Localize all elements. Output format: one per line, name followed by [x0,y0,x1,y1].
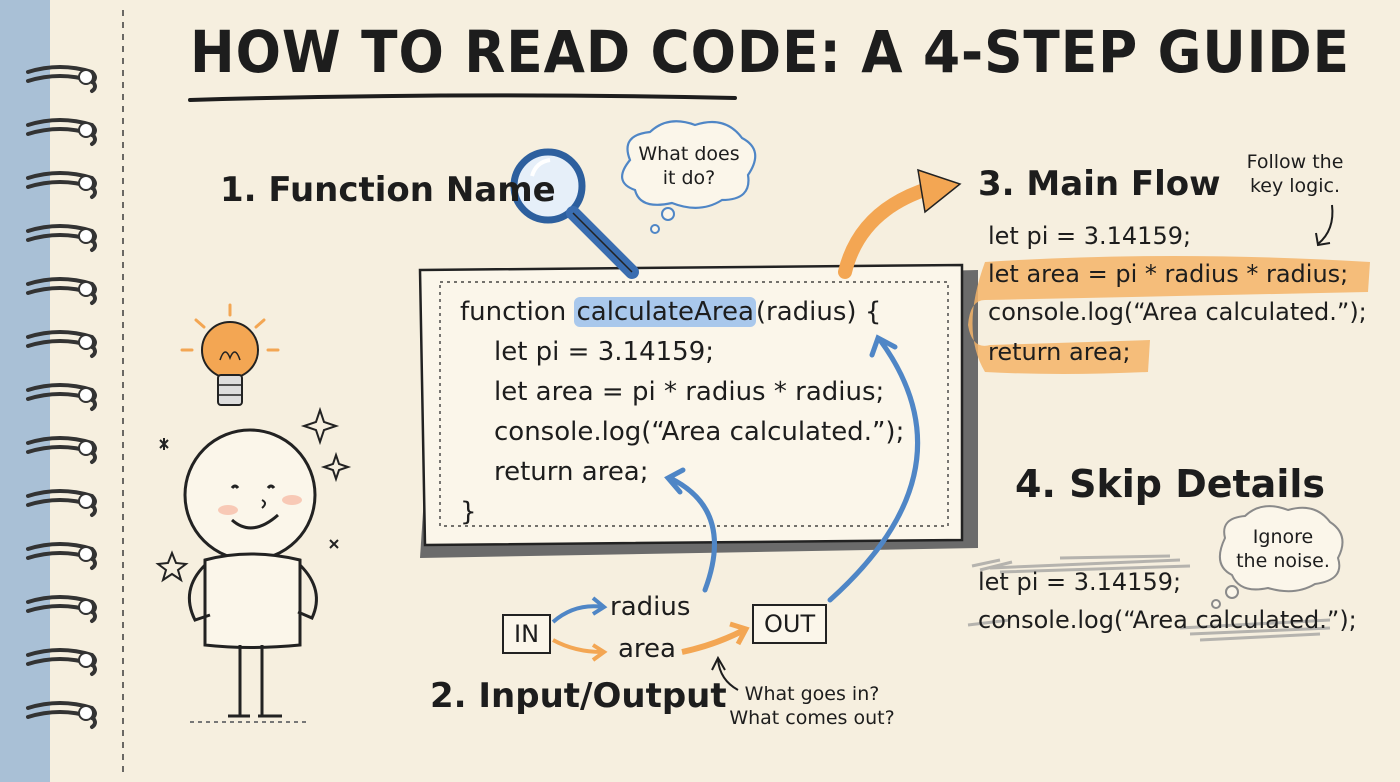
spiral-ring [26,542,97,570]
io-radius-label: radius [610,592,691,622]
out-box: OUT [752,604,828,644]
code-signature-rest: (radius) { [755,297,882,327]
code-keyword: function [460,297,575,327]
code-card-inner-border [439,281,949,527]
note-what-goes-in: What goes in? What comes out? [729,683,895,729]
arrow-in-radius [551,604,604,624]
code-card [418,263,978,558]
sparkle-icons [155,406,352,583]
title-underline [188,93,737,102]
magnifier-icon [510,148,639,279]
code-line-log: console.log(“Area calculated.”); [494,417,905,447]
spiral-ring [26,383,97,411]
note-follow-logic: Follow the key logic. [1246,151,1344,197]
code-card-body [418,263,964,547]
code-line-pi: let pi = 3.14159; [494,337,714,367]
io-area-label: area [618,634,676,664]
arrow-to-main-flow [838,181,937,279]
follow-arrow [1317,204,1334,245]
skip-line-1: let pi = 3.14159; [978,568,1182,596]
code-line-area: let area = pi * radius * radius; [494,377,885,407]
spiral-ring [26,277,97,305]
code-line-signature: function calculateArea(radius) { [460,292,881,332]
spiral-ring [26,436,97,464]
spiral-ring [26,648,97,676]
spiral-ring [26,330,97,358]
function-name-highlight: calculateArea [574,297,756,327]
arrow-to-main-flow-head [917,168,962,214]
bubble-what-does-text: What does it do? [638,143,740,189]
main-flow-line-4: return area; [988,338,1131,366]
skip-line-2: console.log(“Area calculated.”); [978,606,1357,634]
step-3-heading: 3. Main Flow [978,164,1221,204]
spiral-ring [26,489,97,517]
step-1-heading: 1. Function Name [220,170,556,210]
spiral-ring [26,701,97,729]
main-flow-line-2: let area = pi * radius * radius; [988,260,1349,288]
code-line-close: } [460,497,477,527]
spiral-ring [26,171,97,199]
notebook-spine [0,0,50,782]
arrow-area-to-return [667,475,717,593]
spiral-ring [26,224,97,252]
bubble-ignore-text: Ignore the noise. [1236,526,1330,572]
step-4-heading: 4. Skip Details [1015,462,1325,506]
lightbulb-icon [180,303,280,406]
in-box: IN [502,614,552,654]
arrow-in-area [552,638,603,654]
thought-bubble-what [621,120,757,234]
spiral-rings [26,65,97,729]
code-line-return: return area; [494,457,649,487]
spiral-ring [26,118,97,146]
spiral-ring [26,595,97,623]
main-flow-highlight [968,256,1370,374]
main-flow-line-3: console.log(“Area calculated.”); [988,298,1367,326]
question-arrow [717,659,739,691]
skip-scribble [967,554,1331,642]
stick-figure [183,428,318,723]
spiral-ring [26,65,97,93]
page-title: HOW TO READ CODE: A 4-STEP GUIDE [190,18,1350,86]
main-flow-line-1: let pi = 3.14159; [988,222,1192,250]
thought-bubble-ignore [1211,505,1344,609]
step-2-heading: 2. Input/Output [430,676,727,716]
arrow-area-to-out [681,627,746,655]
arrow-out-to-signature [827,337,920,603]
